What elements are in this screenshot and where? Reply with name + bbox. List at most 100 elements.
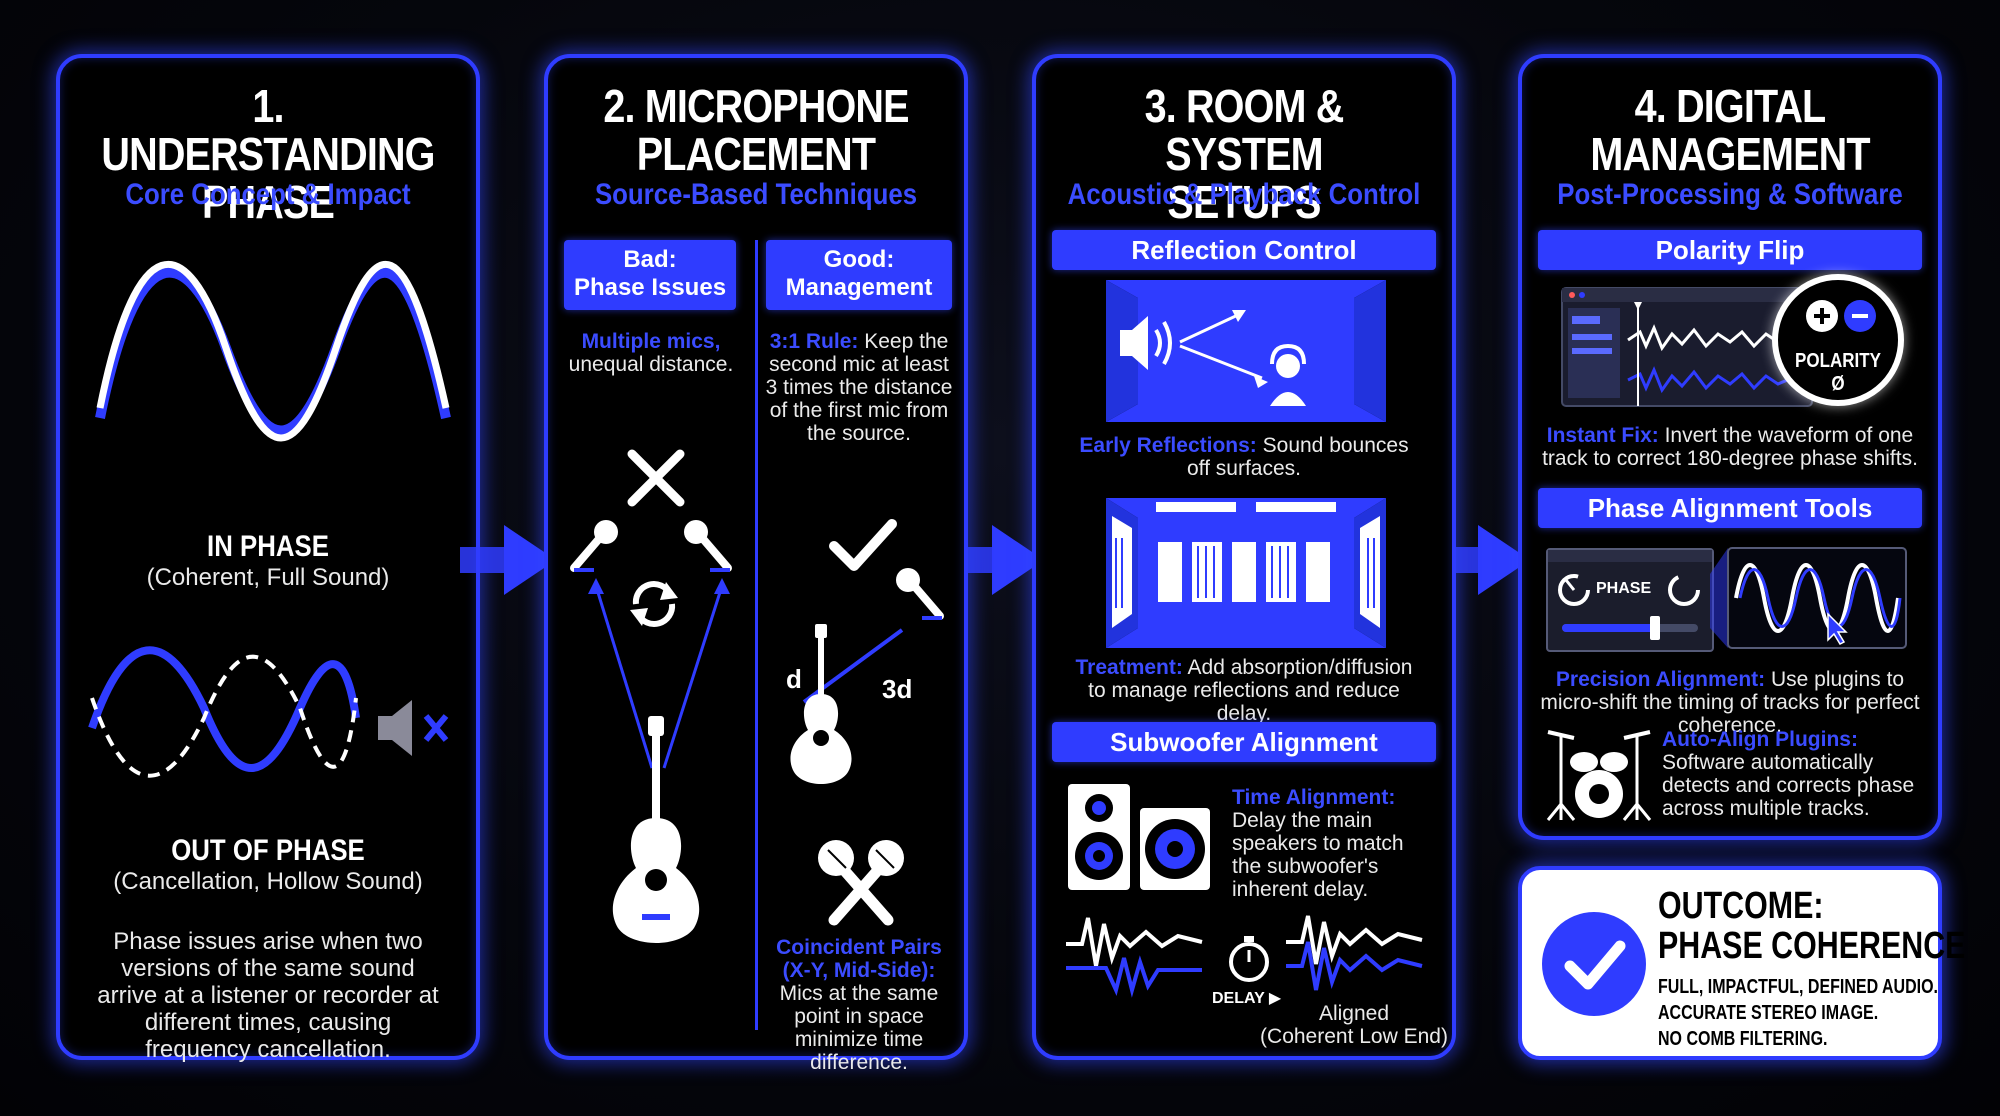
early-highlight: Early Reflections: <box>1079 434 1257 457</box>
coincident-highlight: Coincident Pairs (X-Y, Mid-Side): <box>776 936 942 982</box>
aligned-caption-line2: (Coherent Low End) <box>1260 1025 1448 1048</box>
outcome-title-line1: OUTCOME: <box>1658 885 1824 927</box>
outcome-details: FULL, IMPACTFUL, DEFINED AUDIO. ACCURATE… <box>1658 974 1938 1052</box>
auto-body: Software automatically detects and corre… <box>1662 751 1915 820</box>
precision-highlight: Precision Alignment: <box>1555 668 1766 691</box>
guitar-icon <box>612 716 700 943</box>
bad-description: Multiple mics, unequal distance. <box>558 330 744 376</box>
outcome-box: OUTCOME: PHASE COHERENCE FULL, IMPACTFUL… <box>1518 866 1965 1060</box>
good-label-line2: Management <box>785 274 933 301</box>
treatment-text: Treatment: Add absorption/diffusion to m… <box>1066 656 1422 725</box>
microphone-icon <box>896 568 944 620</box>
panel2-title: 2. MICROPHONE PLACEMENT <box>577 82 935 178</box>
panel3-title-line2: SETUPS <box>1167 176 1321 228</box>
in-phase-desc: (Coherent, Full Sound) <box>146 564 390 591</box>
daw-window-graphic <box>1561 287 1813 407</box>
polarity-badge-label: POLARITY Ø <box>1795 350 1881 395</box>
waveform-zoom-graphic <box>1710 547 1907 649</box>
room-treatment-graphic <box>1106 498 1386 648</box>
good-label-line1: Good: <box>823 246 895 273</box>
bad-text: unequal distance. <box>568 353 734 376</box>
drum-kit-icon <box>1546 730 1652 821</box>
panel1-title: 1. UNDERSTANDING PHASE <box>89 82 447 226</box>
panel3-title-line1: 3. ROOM & SYSTEM <box>1144 80 1345 180</box>
panel-microphone-placement: 2. MICROPHONE PLACEMENT Source-Based Tec… <box>544 54 968 1074</box>
panel4-title-line1: 4. DIGITAL <box>1634 80 1827 132</box>
subwoofer-alignment-bar: Subwoofer Alignment <box>1052 722 1436 762</box>
delay-label: DELAY ▶ <box>1212 990 1282 1007</box>
out-of-phase-desc: (Cancellation, Hollow Sound) <box>113 868 423 895</box>
panel1-title-line1: 1. UNDERSTANDING <box>101 80 435 180</box>
room-reflection-graphic <box>1106 280 1386 422</box>
precision-alignment-text: Precision Alignment: Use plugins to micr… <box>1538 668 1922 737</box>
microphone-icon <box>570 520 618 572</box>
outcome-line1: FULL, IMPACTFUL, DEFINED AUDIO. <box>1658 976 1938 998</box>
good-highlight: 3:1 Rule: <box>769 330 859 353</box>
panel-room-system-setups: 3. ROOM & SYSTEM SETUPS Acoustic & Playb… <box>1032 54 1456 1060</box>
treatment-highlight: Treatment: <box>1075 656 1183 679</box>
good-text: Keep the second mic at least 3 times the… <box>765 330 953 445</box>
coincident-text: Mics at the same point in space minimize… <box>779 982 939 1074</box>
speakers-icon <box>1068 784 1210 890</box>
aligned-caption: Aligned (Coherent Low End) <box>1254 1002 1454 1048</box>
phase-knob-label: PHASE <box>1596 580 1652 597</box>
precision-body: Use plugins to micro-shift the timing of… <box>1540 668 1920 737</box>
phase-plugin-window: PHASE <box>1546 548 1714 652</box>
column-divider <box>755 240 758 1030</box>
aligned-waves-graphic <box>1286 915 1423 991</box>
knob-icon[interactable] <box>1666 572 1702 608</box>
in-phase-wave-graphic <box>95 261 451 442</box>
phase-slider[interactable] <box>1562 616 1698 640</box>
instant-fix-text: Instant Fix: Invert the waveform of one … <box>1542 424 1918 470</box>
cross-icon <box>627 449 685 507</box>
panel-digital-management: 4. DIGITAL MANAGEMENT Post-Processing & … <box>1518 54 1942 840</box>
treatment-body: Add absorption/diffusion to manage refle… <box>1088 656 1413 725</box>
distance-d-label: d <box>786 664 802 694</box>
auto-align-text: Auto-Align Plugins: Software automatical… <box>1662 728 1926 820</box>
guitar-icon <box>790 624 852 784</box>
instant-highlight: Instant Fix: <box>1546 424 1659 447</box>
check-circle-icon <box>1542 912 1646 1016</box>
checkmark-icon <box>829 519 897 571</box>
refresh-cycle-icon <box>630 581 678 627</box>
phase-slider-fill <box>1562 624 1658 632</box>
panel1-title-line2: PHASE <box>201 176 335 228</box>
early-body: Sound bounces off surfaces. <box>1186 434 1409 480</box>
phase-slider-handle[interactable] <box>1650 616 1660 640</box>
outcome-title: OUTCOME: PHASE COHERENCE <box>1658 886 1965 966</box>
crossed-microphones-icon <box>818 840 904 926</box>
panel2-title-line1: 2. MICROPHONE <box>603 80 909 132</box>
muted-speaker-icon <box>378 700 449 756</box>
distance-3d-label: 3d <box>882 674 913 704</box>
panel4-subtitle: Post-Processing & Software <box>1557 178 1903 211</box>
panel4-title: 4. DIGITAL MANAGEMENT <box>1551 82 1909 178</box>
polarity-flip-bar: Polarity Flip <box>1538 230 1922 270</box>
auto-highlight: Auto-Align Plugins: <box>1662 728 1858 751</box>
reflection-control-bar: Reflection Control <box>1052 230 1436 270</box>
polarity-button[interactable]: POLARITY Ø <box>1772 274 1904 406</box>
panel1-subtitle: Core Concept & Impact <box>125 178 411 211</box>
bad-label-line1: Bad: <box>623 246 677 273</box>
bad-label-line2: Phase Issues <box>573 274 727 301</box>
knob-icon[interactable] <box>1556 572 1592 608</box>
phase-alignment-tools-bar: Phase Alignment Tools <box>1538 488 1922 528</box>
stopwatch-icon <box>1229 936 1269 982</box>
panel4-title-line2: MANAGEMENT <box>1590 128 1870 180</box>
panel3-title: 3. ROOM & SYSTEM SETUPS <box>1065 82 1423 226</box>
out-of-phase-wave-graphic <box>88 646 360 778</box>
in-phase-label: IN PHASE <box>207 530 329 563</box>
out-of-phase-label: OUT OF PHASE <box>171 834 365 867</box>
bad-highlight: Multiple mics, <box>581 330 721 353</box>
outcome-line2: ACCURATE STEREO IMAGE. <box>1658 1002 1879 1024</box>
coincident-description: Coincident Pairs (X-Y, Mid-Side): Mics a… <box>762 936 956 1074</box>
microphone-icon <box>684 520 732 572</box>
unaligned-waves-graphic <box>1066 917 1203 998</box>
sound-path-lines <box>588 578 730 769</box>
plugin-titlebar <box>1548 550 1712 562</box>
outcome-line3: NO COMB FILTERING. <box>1658 1028 1828 1050</box>
bad-label: Bad: Phase Issues <box>564 240 736 310</box>
panel2-subtitle: Source-Based Techniques <box>594 178 918 211</box>
arrow-right-icon <box>460 525 556 595</box>
outcome-title-line2: PHASE COHERENCE <box>1658 925 1966 967</box>
good-description: 3:1 Rule: Keep the second mic at least 3… <box>762 330 956 445</box>
